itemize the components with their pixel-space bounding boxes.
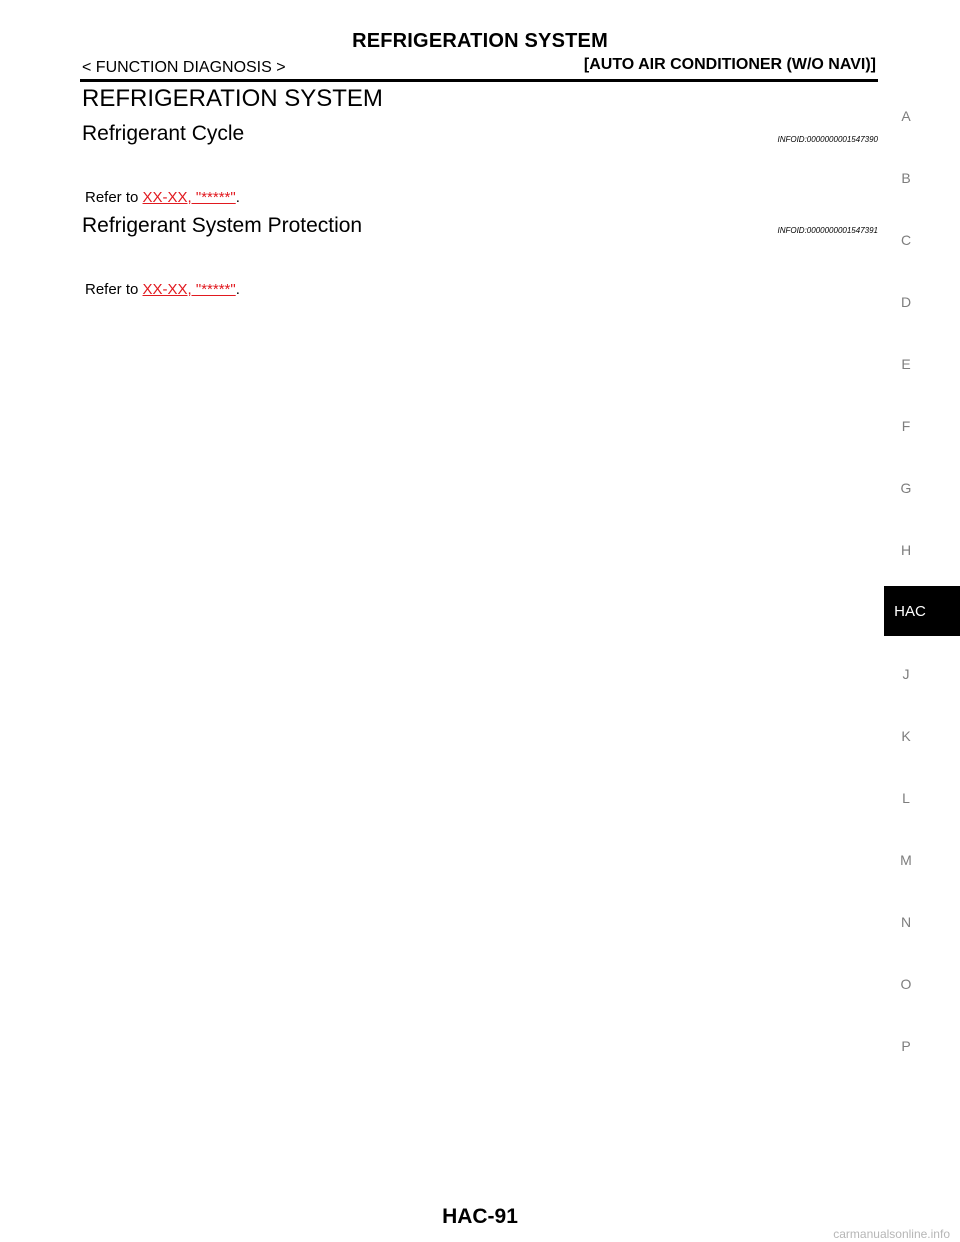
section-title: REFRIGERATION SYSTEM bbox=[82, 85, 383, 112]
infoid-label: INFOID:0000000001547390 bbox=[777, 135, 878, 144]
index-letter-n[interactable]: N bbox=[900, 914, 912, 930]
subsection-title-refrigerant-cycle: Refrigerant Cycle bbox=[82, 122, 245, 145]
index-letter-o[interactable]: O bbox=[900, 976, 912, 992]
index-letter-b[interactable]: B bbox=[901, 170, 911, 186]
header-section-label: [AUTO AIR CONDITIONER (W/O NAVI)] bbox=[583, 56, 876, 73]
index-letter-g[interactable]: G bbox=[900, 480, 912, 496]
watermark: carmanualsonline.info bbox=[833, 1227, 950, 1241]
refer-line: Refer to XX-XX, "*****". bbox=[85, 189, 240, 206]
header-title: REFRIGERATION SYSTEM bbox=[352, 30, 608, 52]
index-letter-p[interactable]: P bbox=[901, 1038, 911, 1054]
refer-suffix: . bbox=[235, 189, 240, 206]
subsection-title-system-protection: Refrigerant System Protection bbox=[82, 214, 363, 237]
index-letter-l[interactable]: L bbox=[902, 790, 910, 806]
reference-link[interactable]: XX-XX, "*****" bbox=[142, 189, 236, 206]
refer-prefix: Refer to bbox=[85, 189, 143, 206]
refer-prefix: Refer to bbox=[85, 281, 143, 298]
side-index: A B C D E F G H HAC J K L M N O P bbox=[884, 98, 960, 1068]
index-letter-d[interactable]: D bbox=[900, 294, 912, 310]
header-divider bbox=[80, 79, 878, 82]
reference-link[interactable]: XX-XX, "*****" bbox=[142, 281, 236, 298]
header-breadcrumb: < FUNCTION DIAGNOSIS > bbox=[82, 59, 286, 76]
refer-line: Refer to XX-XX, "*****". bbox=[85, 281, 240, 298]
infoid-label: INFOID:0000000001547391 bbox=[777, 226, 878, 235]
index-letter-m[interactable]: M bbox=[900, 852, 912, 868]
index-tab-active[interactable]: HAC bbox=[884, 586, 960, 636]
index-letter-c[interactable]: C bbox=[900, 232, 912, 248]
index-letter-a[interactable]: A bbox=[901, 108, 911, 124]
refer-suffix: . bbox=[235, 281, 240, 298]
index-letter-e[interactable]: E bbox=[901, 356, 911, 372]
index-letter-f[interactable]: F bbox=[901, 418, 911, 434]
index-letter-k[interactable]: K bbox=[901, 728, 911, 744]
index-letter-j[interactable]: J bbox=[902, 666, 910, 682]
index-letter-h[interactable]: H bbox=[900, 542, 912, 558]
page-number: HAC-91 bbox=[442, 1205, 518, 1228]
